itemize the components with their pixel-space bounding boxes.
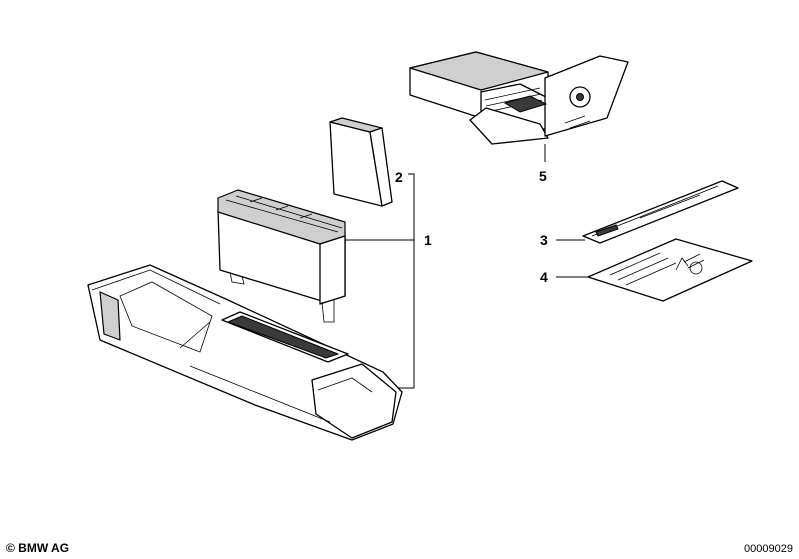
owners-manual	[587, 238, 753, 302]
part-label-3: 3	[540, 232, 548, 248]
center-console	[87, 264, 403, 441]
slide-rail	[582, 180, 739, 244]
part-label-4: 4	[540, 269, 548, 285]
drawing-number: 00009029	[744, 543, 793, 555]
leader-lines	[345, 144, 590, 389]
cassette-storage-box	[409, 51, 629, 145]
cover-card	[329, 117, 393, 207]
part-label-2: 2	[395, 169, 403, 185]
part-label-5: 5	[539, 168, 547, 184]
part-label-1: 1	[424, 232, 432, 248]
copyright-notice: © BMW AG	[6, 541, 70, 555]
tray-insert	[217, 189, 346, 323]
